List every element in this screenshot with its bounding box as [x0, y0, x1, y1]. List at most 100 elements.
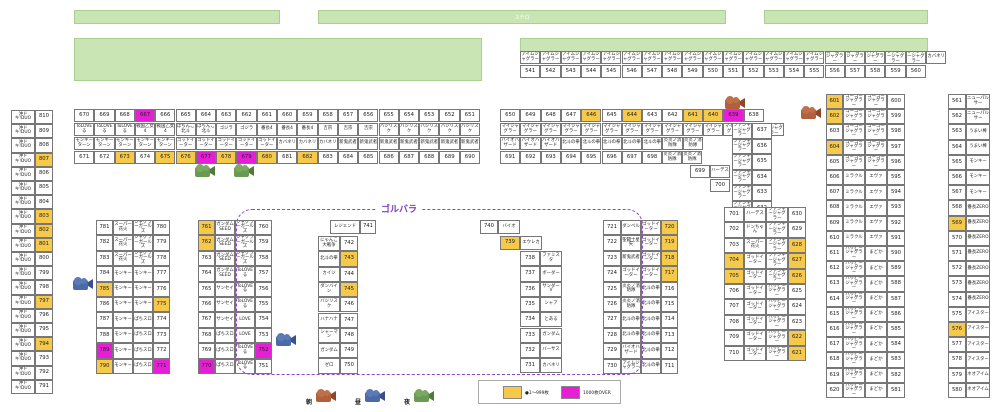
machine-name[interactable]: 沖ドキ!DUO: [11, 181, 35, 196]
machine-name[interactable]: マイジャグラー: [520, 123, 541, 136]
machine-name[interactable]: 戦国乙女4: [134, 123, 156, 136]
machine-name[interactable]: ハッピージャグラー: [843, 246, 865, 262]
machine-name[interactable]: 北斗の拳: [601, 137, 622, 150]
machine-name[interactable]: ゴッドイーター: [216, 137, 237, 150]
machine-name[interactable]: ゴーゴージャグラー: [865, 109, 887, 125]
machine-number[interactable]: 785: [96, 281, 113, 297]
machine-name[interactable]: バジリスク: [459, 123, 480, 136]
machine-name[interactable]: ハッピージャグラー: [843, 291, 865, 307]
machine-number[interactable]: 635: [752, 154, 772, 170]
machine-number[interactable]: 599: [887, 109, 905, 125]
machine-name[interactable]: ファンキージャグラー: [766, 222, 788, 238]
machine-number[interactable]: 568: [948, 200, 966, 216]
machine-number[interactable]: 764: [198, 266, 215, 282]
machine-name[interactable]: エヴァ: [865, 230, 887, 246]
machine-name[interactable]: サンセイ: [215, 297, 235, 313]
machine-name[interactable]: とある: [540, 312, 562, 328]
machine-number[interactable]: 640: [703, 109, 724, 122]
machine-number[interactable]: 624: [788, 299, 806, 315]
machine-number[interactable]: 756: [255, 281, 272, 297]
machine-name[interactable]: エヴァ: [865, 200, 887, 216]
machine-name[interactable]: ミラクル: [843, 185, 865, 201]
machine-name[interactable]: 番長ZERO: [966, 230, 990, 246]
machine-name[interactable]: ハッピージャグラー: [843, 382, 865, 398]
machine-number[interactable]: 713: [661, 327, 678, 344]
machine-name[interactable]: 沖ドキ!DUO: [11, 110, 35, 125]
machine-number[interactable]: 600: [887, 94, 905, 110]
machine-number[interactable]: 679: [236, 151, 257, 164]
machine-number[interactable]: 700: [710, 179, 730, 192]
machine-number[interactable]: 730: [603, 358, 621, 374]
machine-name[interactable]: ぱちんこ 北斗: [175, 123, 196, 136]
machine-number[interactable]: 684: [337, 151, 359, 164]
machine-number[interactable]: 565: [948, 154, 966, 170]
machine-name[interactable]: 北斗の拳: [621, 312, 641, 328]
machine-number[interactable]: 620: [826, 382, 843, 398]
machine-number[interactable]: 569: [948, 215, 966, 231]
machine-number[interactable]: 579: [948, 367, 966, 383]
machine-name[interactable]: ドンちゃん: [744, 222, 766, 238]
machine-name[interactable]: カバネリ: [297, 137, 318, 150]
machine-number[interactable]: 674: [134, 151, 156, 164]
machine-name[interactable]: 沖ドキ!DUO: [11, 138, 35, 153]
machine-number[interactable]: 648: [540, 109, 561, 122]
machine-number[interactable]: 706: [724, 284, 744, 300]
machine-number[interactable]: 726: [603, 297, 621, 313]
machine-name[interactable]: サンダーV: [540, 281, 562, 297]
machine-name[interactable]: ゴーゴージャグラー: [843, 109, 865, 125]
machine-number[interactable]: 563: [948, 124, 966, 140]
machine-number[interactable]: 573: [948, 276, 966, 292]
machine-name[interactable]: ToLOVEる: [235, 281, 255, 297]
machine-name[interactable]: まどか: [865, 306, 887, 322]
machine-number[interactable]: 799: [35, 266, 53, 281]
machine-number[interactable]: 601: [826, 94, 843, 110]
machine-name[interactable]: ハッピージャグラー: [865, 51, 886, 64]
machine-number[interactable]: 760: [255, 220, 272, 236]
machine-name[interactable]: アイスター: [966, 322, 990, 338]
machine-number[interactable]: 657: [337, 109, 359, 122]
machine-name[interactable]: シャーマン: [318, 327, 340, 344]
machine-number[interactable]: 698: [642, 151, 663, 164]
machine-name[interactable]: ミラクル: [843, 230, 865, 246]
machine-number[interactable]: 653: [419, 109, 440, 122]
machine-number[interactable]: 753: [255, 327, 272, 344]
machine-number[interactable]: 731: [520, 358, 540, 374]
machine-name[interactable]: モンキーターン: [114, 137, 135, 150]
machine-name[interactable]: アイムジャグラー: [641, 51, 663, 64]
machine-name[interactable]: ハッピージャグラー: [766, 299, 788, 315]
machine-number[interactable]: 692: [520, 151, 541, 164]
machine-number[interactable]: 666: [155, 109, 176, 122]
machine-name[interactable]: アイムジャグラー: [540, 51, 561, 64]
machine-number[interactable]: 643: [642, 109, 663, 122]
machine-number[interactable]: 564: [948, 139, 966, 155]
machine-number[interactable]: 711: [661, 358, 678, 374]
machine-name[interactable]: ミラクル: [843, 170, 865, 186]
machine-name[interactable]: ぱちスロ: [133, 343, 153, 359]
machine-name[interactable]: ゴーゴージャグラー: [824, 51, 845, 64]
machine-name[interactable]: ファンキージャグラー: [732, 138, 752, 154]
machine-number[interactable]: 655: [378, 109, 399, 122]
machine-name[interactable]: ゴーゴージャグラー: [865, 124, 887, 140]
machine-name[interactable]: ゴーゴージャグラー: [844, 51, 866, 64]
machine-number[interactable]: 789: [96, 343, 113, 359]
machine-number[interactable]: 744: [340, 266, 358, 282]
machine-number[interactable]: 639: [723, 109, 744, 122]
machine-name[interactable]: 沖ドキ!DUO: [11, 237, 35, 252]
machine-number[interactable]: 671: [74, 151, 95, 164]
machine-name[interactable]: カバネリ: [317, 137, 338, 150]
machine-name[interactable]: まどか: [865, 322, 887, 338]
machine-number[interactable]: 637: [752, 123, 772, 139]
machine-number[interactable]: 582: [887, 367, 905, 383]
machine-number[interactable]: 686: [378, 151, 399, 164]
machine-name[interactable]: まどか: [865, 367, 887, 383]
machine-name[interactable]: モンキーターン: [74, 137, 95, 150]
machine-name[interactable]: 北斗の拳: [642, 137, 663, 150]
machine-name[interactable]: スーパー花火: [113, 220, 133, 236]
machine-number[interactable]: 716: [661, 281, 678, 297]
machine-name[interactable]: ゴジラ: [216, 123, 237, 136]
machine-number[interactable]: 777: [153, 266, 170, 282]
machine-number[interactable]: 626: [788, 268, 806, 284]
machine-name[interactable]: 北斗の拳: [641, 297, 661, 313]
machine-name[interactable]: モンキー: [133, 266, 153, 282]
machine-name[interactable]: 北斗の拳: [641, 327, 661, 344]
